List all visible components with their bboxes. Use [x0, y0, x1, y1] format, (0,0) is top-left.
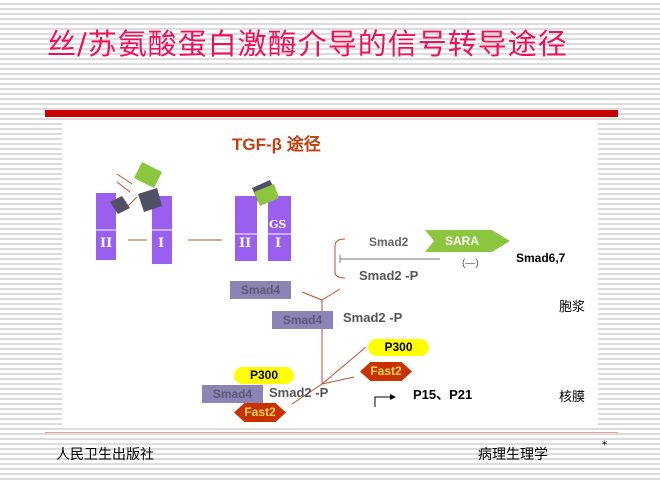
receptor-label: I — [275, 236, 282, 251]
smad67-label: Smad6,7 — [516, 251, 566, 265]
inhibition-label: (—) — [462, 258, 479, 269]
p300-badge: P300 — [368, 339, 429, 356]
receptor-type1-right — [268, 196, 291, 261]
cytoplasm-label: 胞浆 — [559, 300, 586, 315]
smad4-box: Smad4 — [202, 385, 263, 403]
smad2p-label: Smad2 -P — [359, 268, 419, 283]
diagram-lines — [96, 162, 510, 407]
title-divider — [45, 110, 618, 117]
receptor-label: I — [158, 236, 165, 251]
smad2p-label: Smad2 -P — [343, 310, 403, 325]
p300-badge: P300 — [234, 367, 294, 384]
fast2-badge: Fast2 — [360, 362, 412, 381]
receptor-label: II — [100, 236, 113, 251]
fast2-badge: Fast2 — [234, 403, 286, 422]
receptor-label: II — [239, 236, 252, 251]
tgf-beta-diagram: TGF-β 途径 II I II GS I — [62, 122, 598, 425]
nuclear-membrane-label: 核膜 — [559, 390, 586, 405]
footer-subject: 病理生理学 — [478, 447, 548, 463]
footer-mark: * — [602, 440, 607, 451]
smad4-box: Smad4 — [230, 281, 291, 299]
smad4-box: Smad4 — [272, 311, 333, 329]
footer-divider — [45, 432, 618, 433]
receptor-type2-left — [96, 193, 116, 260]
smad2p-label: Smad2 -P — [269, 385, 329, 400]
sara-label: SARA — [445, 234, 480, 248]
receptor-type2-right — [235, 196, 257, 261]
footer-publisher: 人民卫生出版社 — [56, 447, 154, 463]
diagram-heading: TGF-β 途径 — [232, 135, 321, 154]
slide-title: 丝/苏氨酸蛋白激酶介导的信号转导途径 — [47, 27, 568, 61]
smad2-label: Smad2 — [369, 235, 409, 249]
target-genes-label: P15、P21 — [413, 387, 473, 402]
gs-domain-label: GS — [269, 218, 287, 231]
